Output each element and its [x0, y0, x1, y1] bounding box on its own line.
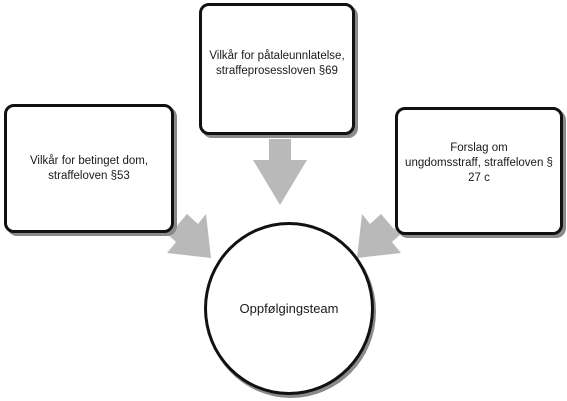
box-top-label: Vilkår for påtaleunnlatelse, straffepros… — [209, 50, 345, 77]
box-right-label: Forslag om ungdomsstraff, straffeloven §… — [405, 141, 553, 184]
box-ungdomsstraff: Forslag om ungdomsstraff, straffeloven §… — [395, 107, 563, 235]
box-left-label: Vilkår for betinget dom, straffeloven §5… — [29, 154, 149, 182]
box-patale-unnlatelse: Vilkår for påtaleunnlatelse, straffepros… — [199, 3, 355, 135]
center-circle: Oppfølgingsteam — [204, 222, 374, 395]
arrow-left-to-center — [165, 214, 211, 258]
box-betinget-dom: Vilkår for betinget dom, straffeloven §5… — [4, 104, 174, 233]
arrow-top-to-center — [253, 139, 307, 205]
center-circle-label: Oppfølgingsteam — [239, 301, 339, 316]
arrow-right-to-center — [357, 214, 403, 258]
